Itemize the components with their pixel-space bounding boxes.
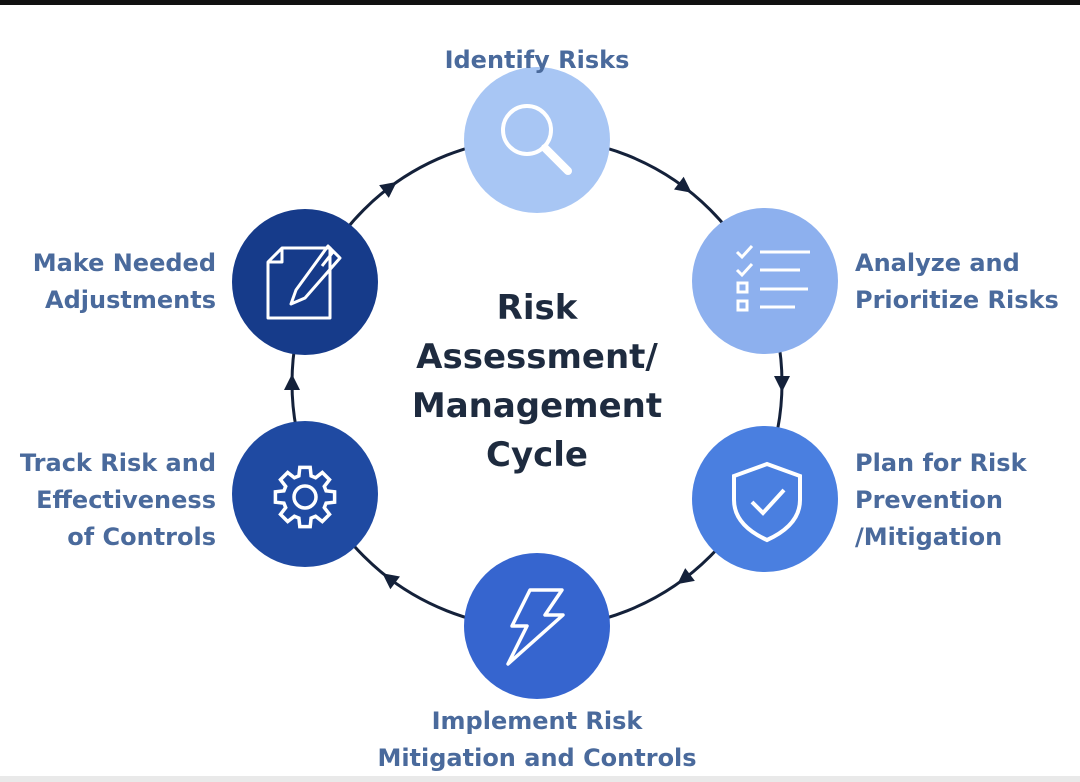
label-line: Prioritize Risks <box>855 286 1059 314</box>
label-line: of Controls <box>67 523 216 551</box>
flow-arrow-icon <box>774 376 790 392</box>
node-analyze-prioritize <box>692 208 838 354</box>
label-line: Identify Risks <box>444 46 630 74</box>
label-line: Mitigation and Controls <box>377 744 697 772</box>
checklist-icon <box>735 244 810 312</box>
flow-arrow-icon <box>284 374 300 390</box>
label-analyze-prioritize: Analyze and Prioritize Risks <box>855 245 1059 319</box>
node-identify-risks <box>464 67 610 213</box>
label-line: /Mitigation <box>855 523 1003 551</box>
shield-check-icon <box>732 461 802 543</box>
node-plan-prevention <box>692 426 838 572</box>
flow-arrow-icon <box>382 573 400 590</box>
bottom-border <box>0 776 1080 782</box>
label-track-effectiveness: Track Risk and Effectiveness of Controls <box>0 445 216 556</box>
top-border <box>0 0 1080 5</box>
label-line: Prevention <box>855 486 1003 514</box>
node-make-adjustments <box>232 209 378 355</box>
label-implement-controls: Implement Risk Mitigation and Controls <box>337 703 737 777</box>
flow-arrow-icon <box>674 176 692 193</box>
label-line: Effectiveness <box>36 486 216 514</box>
gear-icon <box>273 465 337 529</box>
title-line: Assessment/ <box>416 337 658 377</box>
label-line: Track Risk and <box>19 449 216 477</box>
label-make-adjustments: Make Needed Adjustments <box>0 245 216 319</box>
label-line: Analyze and <box>855 249 1020 277</box>
label-line: Implement Risk <box>431 707 643 735</box>
diagram-title: Risk Assessment/ Management Cycle <box>387 284 687 480</box>
lightning-icon <box>506 588 565 666</box>
label-line: Adjustments <box>45 286 216 314</box>
node-implement-controls <box>464 553 610 699</box>
title-line: Risk <box>496 288 578 328</box>
title-line: Cycle <box>486 435 588 475</box>
flow-arrow-icon <box>677 568 695 585</box>
document-pencil-icon <box>266 244 342 320</box>
label-line: Make Needed <box>32 249 216 277</box>
flow-arrow-icon <box>379 181 397 198</box>
title-line: Management <box>411 386 663 426</box>
magnifier-icon <box>501 104 572 175</box>
label-identify-risks: Identify Risks <box>387 42 687 79</box>
label-plan-prevention: Plan for Risk Prevention /Mitigation <box>855 445 1027 556</box>
node-track-effectiveness <box>232 421 378 567</box>
label-line: Plan for Risk <box>855 449 1027 477</box>
